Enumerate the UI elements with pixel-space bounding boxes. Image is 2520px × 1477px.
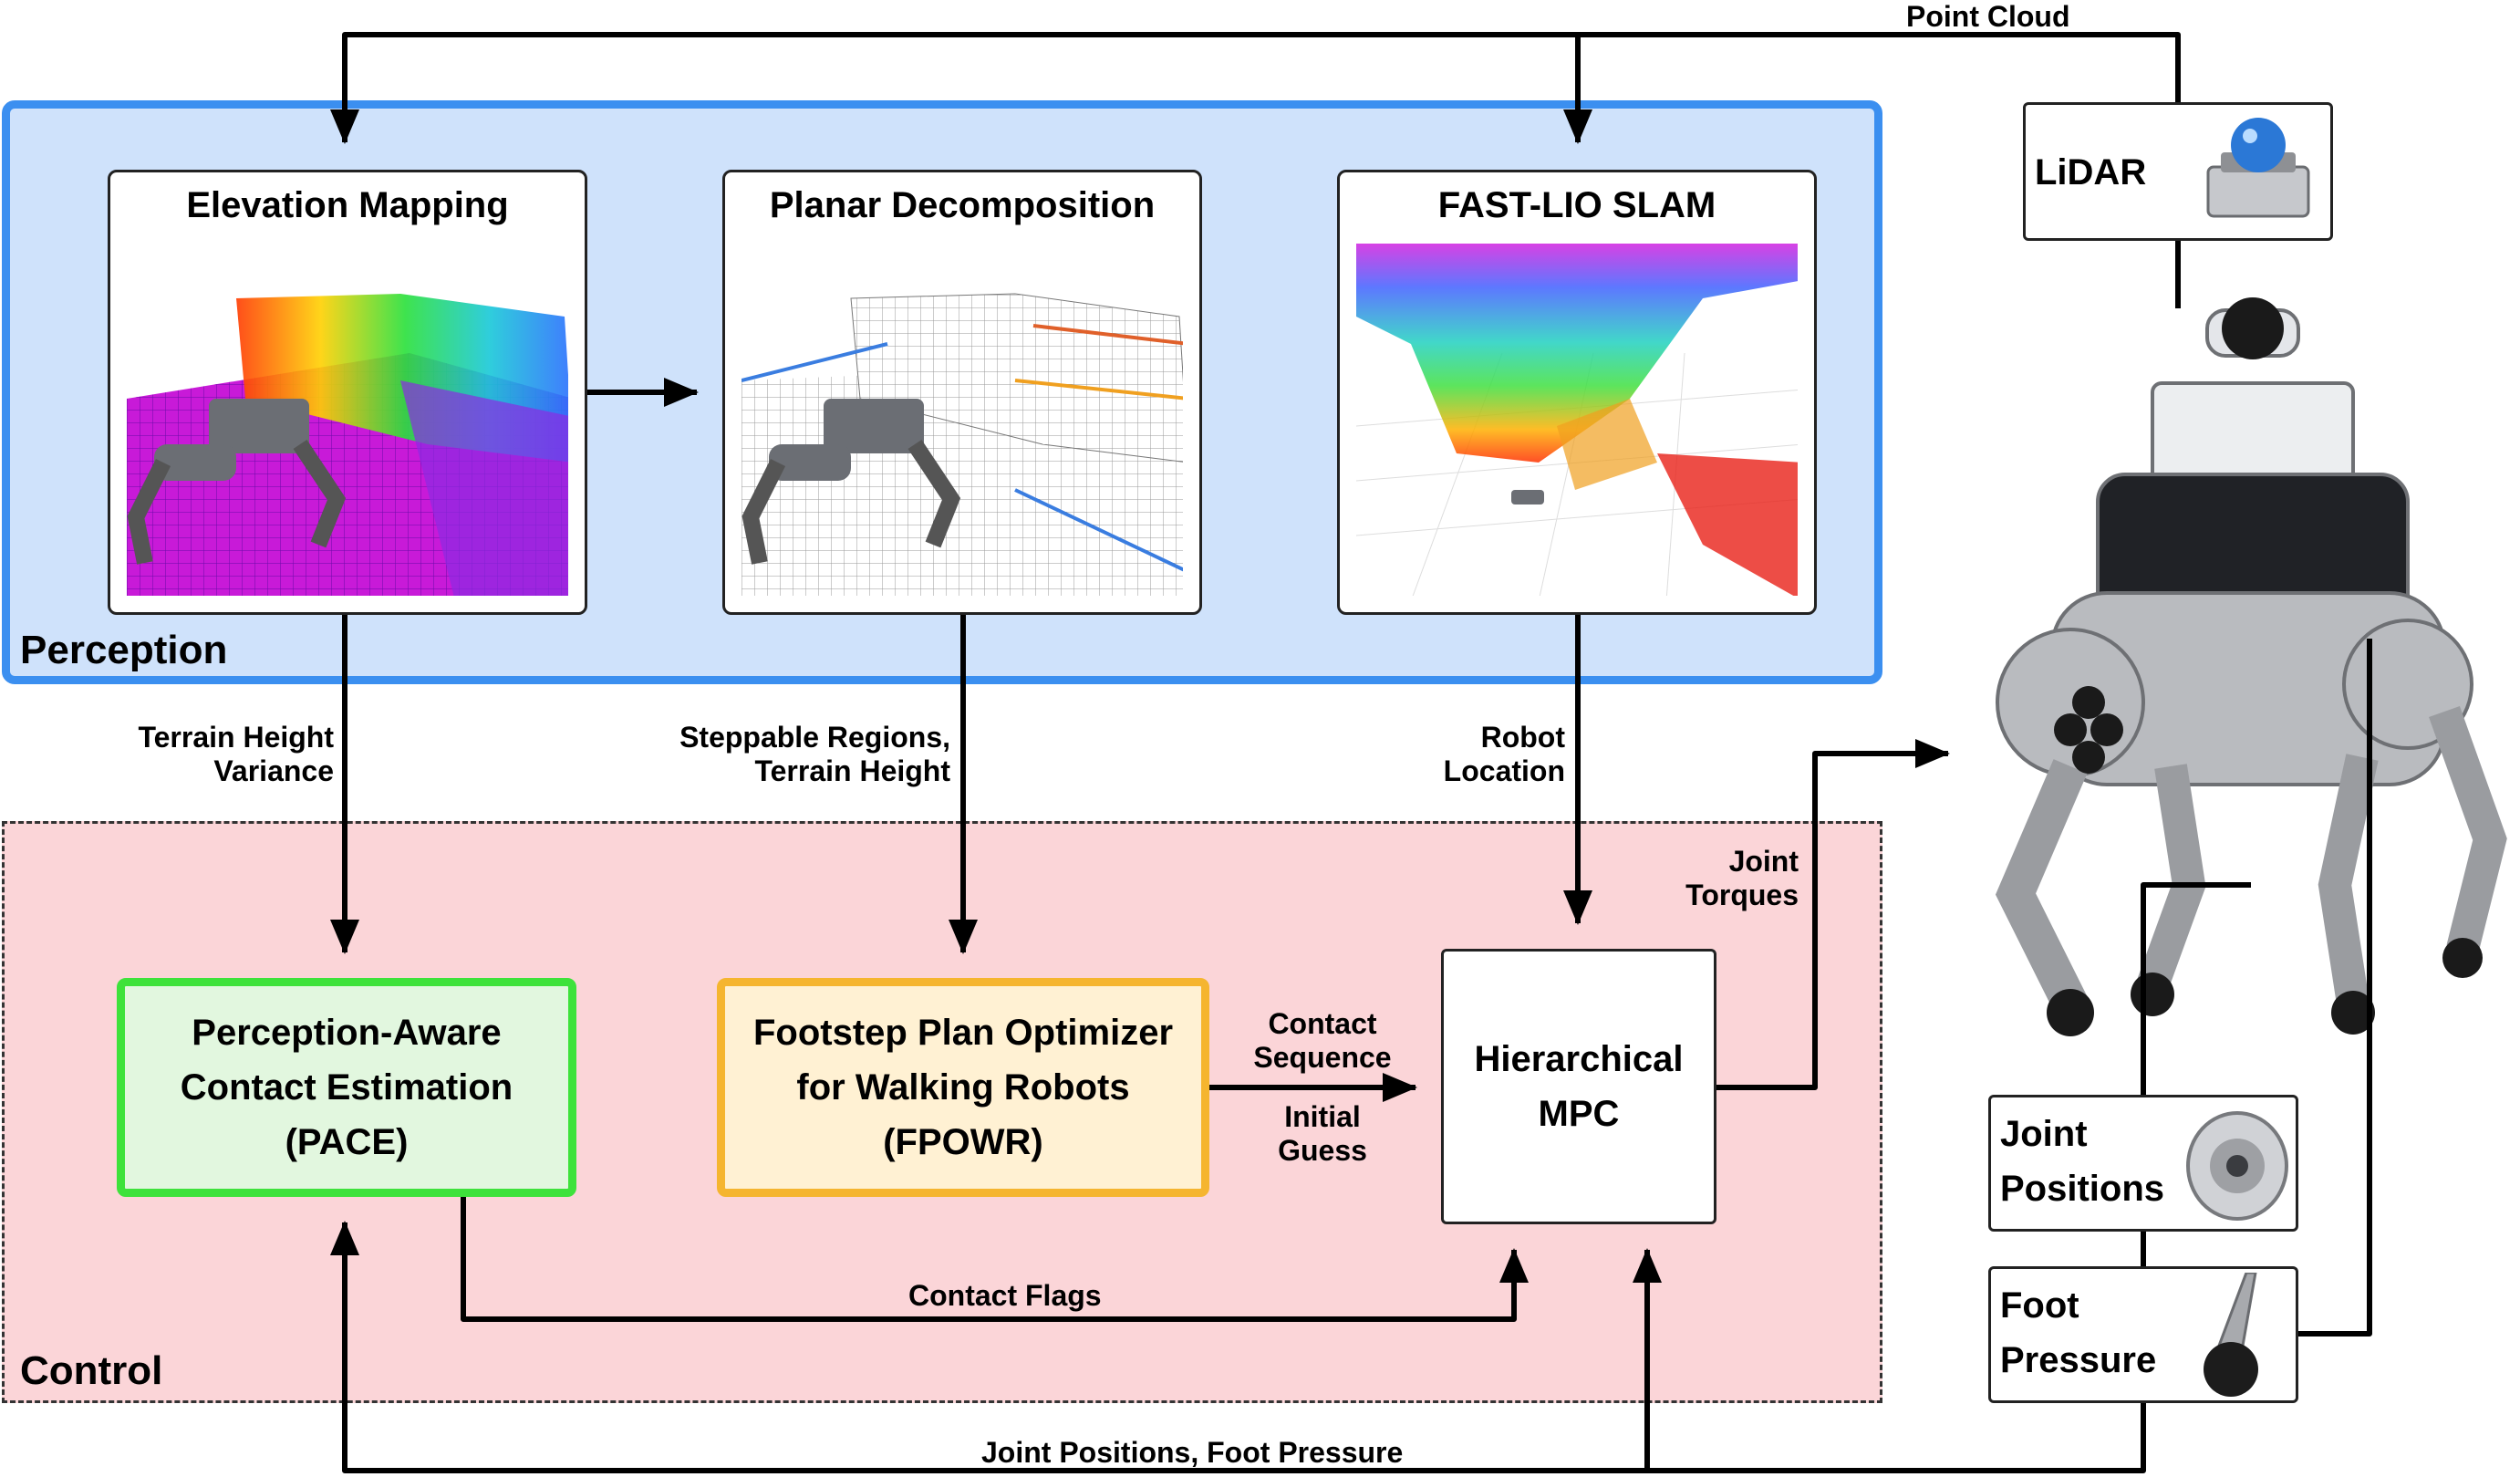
label-line: Terrain Height: [754, 754, 950, 787]
planar-decomposition-image: [741, 244, 1183, 596]
hierarchical-mpc-node: Hierarchical MPC: [1441, 949, 1716, 1224]
label-line: Torques: [1685, 879, 1799, 911]
perception-label: Perception: [20, 628, 228, 672]
label-line: Guess: [1278, 1134, 1367, 1167]
label-line: Terrain Height: [138, 721, 334, 754]
foot-sensor-icon: [2204, 1273, 2258, 1397]
edge-robot-joint-sensor: [2141, 882, 2251, 1095]
label-steppable-regions: Steppable Regions, Terrain Height: [638, 721, 950, 788]
pace-line-1: Perception-Aware: [192, 1013, 502, 1053]
fpowr-line-1: Footstep Plan Optimizer: [752, 1013, 1174, 1053]
fpowr-node: Footstep Plan Optimizer for Walking Robo…: [717, 978, 1209, 1197]
label-terrain-height-variance: Terrain Height Variance: [109, 721, 334, 788]
panel-title: FAST-LIO SLAM: [1437, 185, 1716, 225]
label-robot-location: Robot Location: [1423, 721, 1565, 788]
panel-title: Planar Decomposition: [769, 185, 1156, 225]
lidar-sensor-icon: [2206, 118, 2310, 218]
mpc-line-1: Hierarchical: [1474, 1039, 1684, 1079]
mpc-line-2: MPC: [1538, 1094, 1620, 1134]
quadruped-robot-image: [1934, 292, 2520, 1113]
label-line: Location: [1443, 754, 1565, 787]
label-joint-positions-foot-pressure: Joint Positions, Foot Pressure: [981, 1436, 1404, 1469]
label-line: Robot: [1480, 721, 1565, 754]
edge-joint-torques: [1716, 739, 1950, 1090]
joint-positions-sensor-box: Joint Positions: [1988, 1095, 2298, 1232]
edge-contact-flags: [461, 1197, 1529, 1322]
label-line: Variance: [213, 754, 334, 787]
planar-decomposition-panel: Planar Decomposition: [722, 170, 1202, 615]
joint-positions-label-2: Positions: [2000, 1169, 2165, 1209]
label-contact-flags: Contact Flags: [908, 1279, 1102, 1312]
pace-line-2: Contact Estimation: [180, 1067, 513, 1108]
label-contact-sequence: Contact Sequence: [1222, 1007, 1423, 1075]
foot-pressure-sensor-box: Foot Pressure: [1988, 1266, 2298, 1403]
label-initial-guess: Initial Guess: [1222, 1100, 1423, 1168]
edge-robot-foot-sensor: [2298, 639, 2372, 1337]
fpowr-line-3: (FPOWR): [883, 1122, 1043, 1162]
pace-node: Perception-Aware Contact Estimation (PAC…: [117, 978, 576, 1197]
label-line: Joint: [1728, 845, 1799, 878]
panel-title: Elevation Mapping: [186, 185, 509, 225]
lidar-sensor-box: LiDAR: [2023, 102, 2333, 241]
edge-feedback-pace: [330, 1221, 2146, 1473]
label-line: Initial: [1284, 1100, 1361, 1133]
fpowr-line-2: for Walking Robots: [796, 1067, 1130, 1108]
pace-line-3: (PACE): [285, 1122, 409, 1162]
joint-motor-icon: [2186, 1111, 2288, 1221]
point-cloud-image: [1356, 244, 1798, 596]
foot-pressure-label-2: Pressure: [2000, 1340, 2157, 1380]
label-line: Sequence: [1253, 1041, 1392, 1074]
lidar-label: LiDAR: [2035, 152, 2147, 192]
control-label: Control: [20, 1348, 163, 1393]
foot-pressure-label-1: Foot: [2000, 1285, 2079, 1326]
label-line: Contact: [1268, 1007, 1377, 1040]
elevation-mapping-panel: Elevation Mapping: [108, 170, 587, 615]
fast-lio-slam-panel: FAST-LIO SLAM: [1337, 170, 1817, 615]
edge-point-cloud-elevation: [330, 32, 2181, 144]
joint-positions-label-1: Joint: [2000, 1114, 2088, 1154]
label-joint-torques: Joint Torques: [1660, 845, 1799, 912]
label-line: Steppable Regions,: [679, 721, 950, 754]
elevation-map-image: [127, 244, 568, 596]
label-point-cloud: Point Cloud: [1906, 0, 2070, 33]
